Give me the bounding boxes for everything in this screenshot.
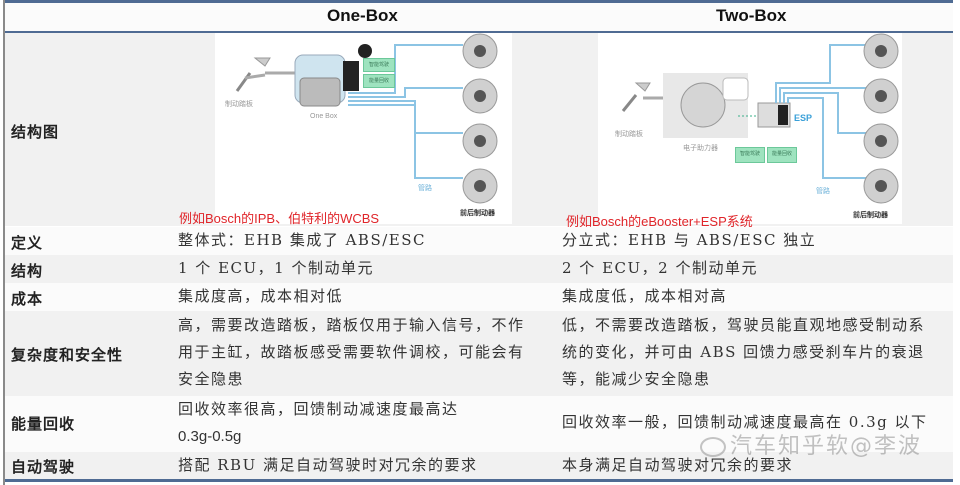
two-box-definition: 分立式：EHB 与 ABS/ESC 独立 [562, 231, 817, 249]
label-esp: ESP [794, 113, 813, 123]
one-box-complexity: 高，需要改造踏板，踏板仅用于输入信号，不作 用于主缸，故踏板感受需要软件调校，可… [178, 312, 558, 393]
label-brakes: 前后制动器 [460, 210, 495, 217]
row-cost: 成本 集成度高，成本相对低 集成度低，成本相对高 [5, 283, 953, 311]
one-box-diagram: 智能驾驶 能量回收 制动踏板 One Box 管路 前后制动器 [215, 33, 512, 224]
two-box-structure: 2 个 ECU，2 个制动单元 [562, 259, 758, 277]
label-one-box: One Box [310, 113, 338, 120]
text-line: 0.3g-0.5g [178, 428, 242, 445]
watermark-text: 汽车知乎软@李波 [730, 434, 923, 459]
text-line: 安全隐患 [178, 370, 245, 388]
label-pipe: 管路 [418, 185, 432, 192]
watermark: 汽车知乎软@李波 [700, 428, 922, 460]
row-label: 成本 [11, 290, 44, 308]
two-box-complexity: 低，不需要改造踏板，驾驶员能直观地感受制动系 统的变化，并可由 ABS 回馈力感… [562, 312, 954, 393]
label-brake-pedal: 制动踏板 [225, 101, 253, 108]
row-structure: 结构 1 个 ECU，1 个制动单元 2 个 ECU，2 个制动单元 [5, 255, 953, 283]
two-box-energy: 回收效率一般，回馈制动减速度最高在 0.3g 以下 [562, 413, 928, 431]
header-two-box: Two-Box [716, 6, 787, 25]
two-box-autonomous: 本身满足自动驾驶对冗余的要求 [562, 456, 794, 474]
row-label: 复杂度和安全性 [11, 346, 124, 364]
two-box-cost: 集成度低，成本相对高 [562, 287, 728, 305]
label-pipe: 管路 [816, 188, 830, 195]
label-electronic-booster: 电子助力器 [683, 145, 718, 152]
text-line: 高，需要改造踏板，踏板仅用于输入信号，不作 [178, 316, 525, 334]
two-box-schematic-icon [621, 33, 899, 204]
row-label: 能量回收 [11, 415, 76, 433]
text-line: 低，不需要改造踏板，驾驶员能直观地感受制动系 [562, 316, 926, 334]
row-label: 定义 [11, 234, 44, 252]
text-line: 用于主缸，故踏板感受需要软件调校，可能会有 [178, 343, 525, 361]
row-complexity-safety: 复杂度和安全性 高，需要改造踏板，踏板仅用于输入信号，不作 用于主缸，故踏板感受… [5, 311, 953, 396]
one-box-structure: 1 个 ECU，1 个制动单元 [178, 259, 374, 277]
green-box-smart-driving: 智能驾驶 [735, 147, 765, 163]
one-box-schematic-icon [235, 33, 498, 204]
row-autonomous-driving: 自动驾驶 搭配 RBU 满足自动驾驶时对冗余的要求 本身满足自动驾驶对冗余的要求 [5, 452, 953, 479]
text-line: 回收效率很高，回馈制动减速度最高达 [178, 400, 459, 418]
bottom-rule [5, 479, 953, 482]
table-frame [3, 0, 957, 485]
table-header: One-Box Two-Box [5, 3, 953, 31]
green-box-energy-recovery: 能量回收 [767, 147, 797, 163]
two-box-diagram: 智能驾驶 能量回收 制动踏板 电子助力器 ESP 管路 前后制动器 [598, 33, 902, 224]
row-definition: 定义 整体式：EHB 集成了 ABS/ESC 分立式：EHB 与 ABS/ESC… [5, 227, 953, 255]
row-energy-recovery: 能量回收 回收效率很高，回馈制动减速度最高达 0.3g-0.5g 回收效率一般，… [5, 396, 953, 452]
header-one-box: One-Box [327, 6, 398, 25]
label-brake-pedal: 制动踏板 [615, 131, 643, 138]
label-brakes: 前后制动器 [853, 212, 888, 219]
text-line: 统的变化，并可由 ABS 回馈力感受刹车片的衰退 [562, 343, 925, 361]
one-box-example-caption: 例如Bosch的IPB、伯特利的WCBS [179, 211, 380, 226]
row-label: 结构图 [11, 123, 60, 141]
green-box-energy-recovery: 能量回收 [363, 74, 395, 88]
green-box-smart-driving: 智能驾驶 [363, 58, 395, 72]
header-rule [5, 31, 953, 33]
row-label: 结构 [11, 262, 44, 280]
row-label: 自动驾驶 [11, 458, 76, 476]
wechat-icon [700, 437, 726, 457]
top-rule [5, 0, 953, 3]
one-box-autonomous: 搭配 RBU 满足自动驾驶时对冗余的要求 [178, 456, 478, 474]
one-box-energy: 回收效率很高，回馈制动减速度最高达 0.3g-0.5g [178, 396, 558, 450]
two-box-example-caption: 例如Bosch的eBooster+ESP系统 [566, 214, 753, 229]
text-line: 等，能减少安全隐患 [562, 370, 711, 388]
one-box-definition: 整体式：EHB 集成了 ABS/ESC [178, 231, 426, 249]
one-box-cost: 集成度高，成本相对低 [178, 287, 344, 305]
